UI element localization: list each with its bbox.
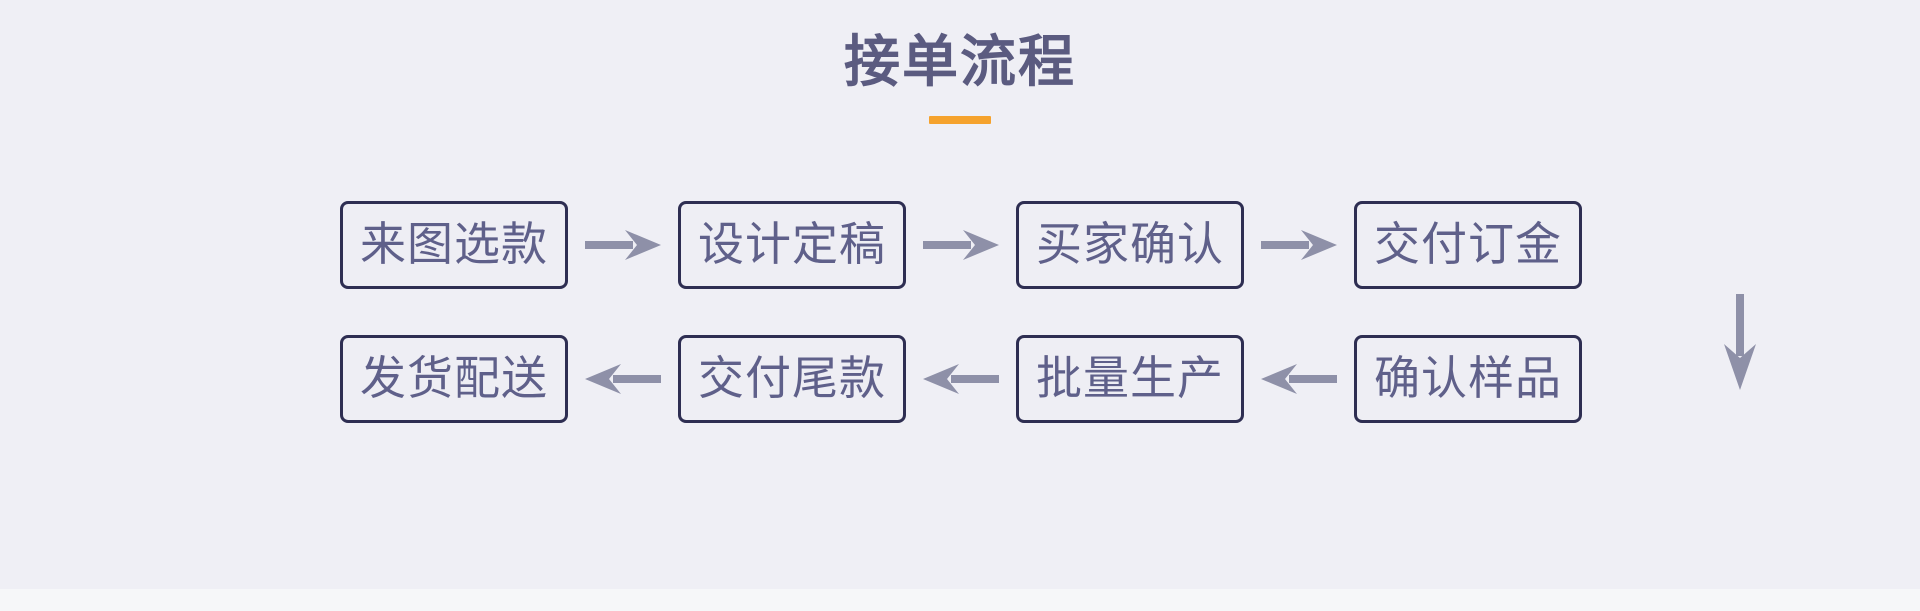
flow-node-label: 设计定稿: [698, 219, 886, 270]
arrow-left-icon: [1244, 357, 1354, 401]
flow-node-label: 买家确认: [1036, 219, 1224, 270]
flow-row-2: 发货配送 交付尾款 批量生产: [340, 324, 1582, 434]
flow-node-label: 确认样品: [1374, 353, 1562, 404]
background-upper: [0, 0, 1920, 589]
flow-node-label: 交付尾款: [698, 353, 886, 404]
page-title-block: 接单流程: [0, 32, 1920, 124]
page-title: 接单流程: [844, 32, 1076, 94]
background-lower-band: [0, 589, 1920, 611]
flow-row-1: 来图选款 设计定稿 买家确认: [340, 190, 1756, 390]
flow-node-4[interactable]: 交付订金: [1354, 201, 1582, 289]
flow-node-3[interactable]: 买家确认: [1016, 201, 1244, 289]
arrow-right-icon: [1244, 223, 1354, 267]
flow-node-8[interactable]: 发货配送: [340, 335, 568, 423]
flow-node-label: 发货配送: [360, 353, 548, 404]
flow-node-label: 来图选款: [360, 219, 548, 270]
arrow-left-icon: [906, 357, 1016, 401]
flow-node-1[interactable]: 来图选款: [340, 201, 568, 289]
flow-node-6[interactable]: 批量生产: [1016, 335, 1244, 423]
flow-node-2[interactable]: 设计定稿: [678, 201, 906, 289]
arrow-right-icon: [568, 223, 678, 267]
arrow-right-icon: [906, 223, 1016, 267]
flow-node-label: 批量生产: [1036, 353, 1224, 404]
flow-node-5[interactable]: 确认样品: [1354, 335, 1582, 423]
flow-diagram: 来图选款 设计定稿 买家确认: [0, 190, 1920, 434]
flow-node-7[interactable]: 交付尾款: [678, 335, 906, 423]
flow-node-label: 交付订金: [1374, 219, 1562, 270]
arrow-down-icon: [1718, 294, 1762, 390]
title-accent-rule: [929, 116, 991, 124]
arrow-left-icon: [568, 357, 678, 401]
